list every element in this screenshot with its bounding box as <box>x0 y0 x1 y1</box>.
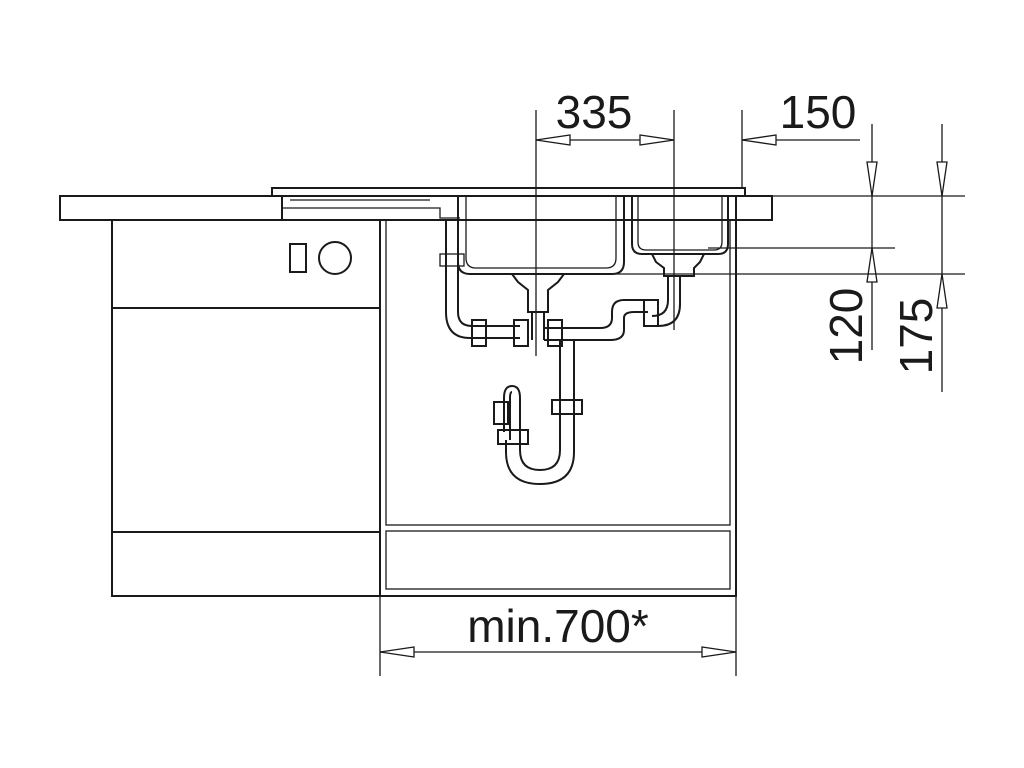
dim-edge-offset: 150 <box>741 86 860 188</box>
siphon <box>503 340 575 486</box>
sink-cabinet <box>379 219 737 597</box>
sink-rim <box>271 187 746 219</box>
control-dial-icon <box>318 241 352 275</box>
dim-bowl-spacing: 335 <box>535 86 675 356</box>
control-knob-icon <box>289 243 307 273</box>
dim-label-175: 175 <box>890 298 942 375</box>
dim-depth-small: 120 <box>708 124 965 364</box>
left-cabinet <box>111 219 381 597</box>
dim-label-150: 150 <box>780 86 857 138</box>
dim-depth-large: 175 <box>560 124 965 392</box>
waste-pipes <box>531 276 681 341</box>
large-bowl <box>457 196 625 313</box>
dim-cabinet-width: min.700* <box>379 596 737 676</box>
dim-label-335: 335 <box>556 86 633 138</box>
pipe-fittings <box>471 299 659 445</box>
dim-label-120: 120 <box>820 288 872 365</box>
small-bowl <box>631 196 729 277</box>
dim-label-min-700: min.700* <box>467 600 649 652</box>
